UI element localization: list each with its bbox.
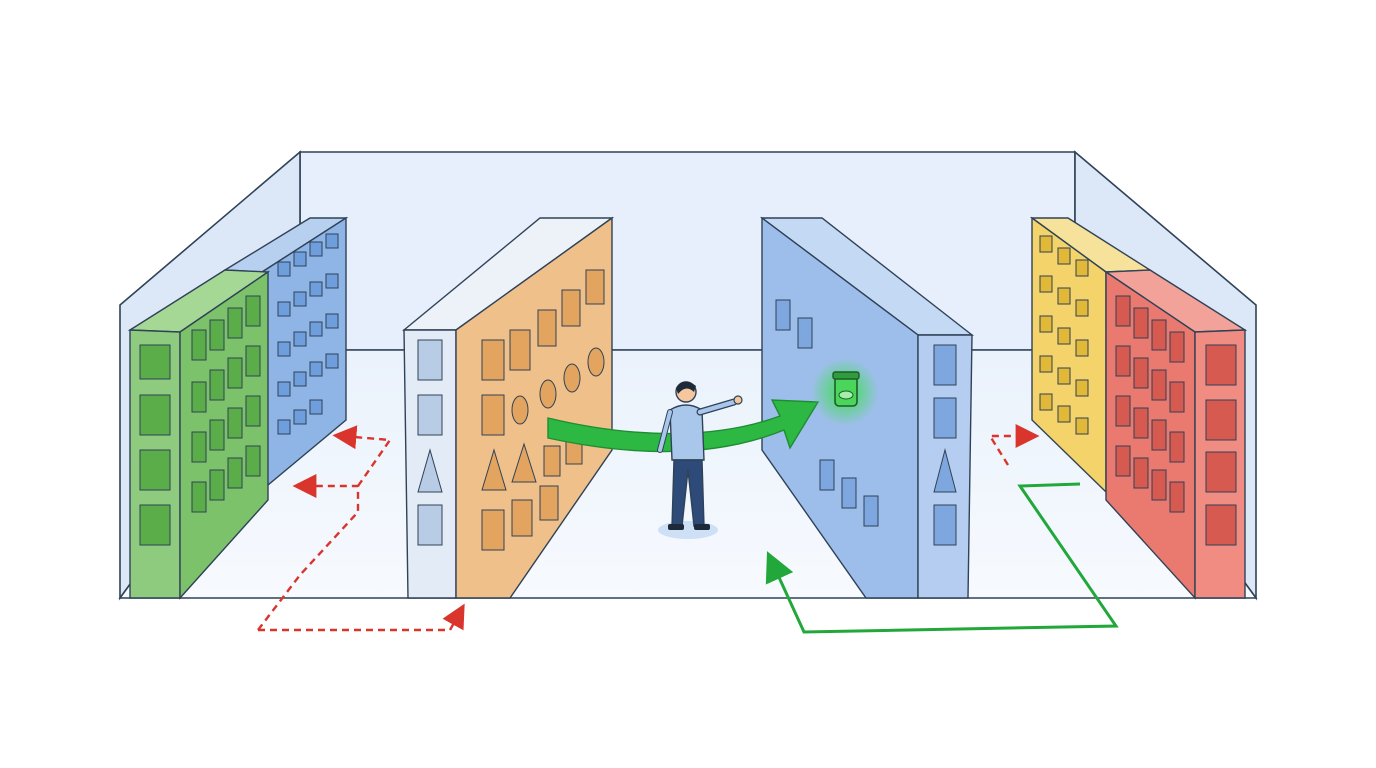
failed-route-path-right bbox=[987, 424, 1040, 466]
target-item bbox=[811, 358, 879, 426]
middle-left-shelf bbox=[402, 216, 615, 599]
yellow-shelf-items bbox=[1039, 235, 1089, 435]
right-shelves bbox=[1029, 216, 1248, 600]
target-jar-icon bbox=[832, 371, 860, 407]
person-shadow bbox=[658, 521, 718, 539]
orange-shelf-items bbox=[481, 269, 605, 551]
left-shelves bbox=[127, 216, 349, 600]
blue-mid-items bbox=[775, 299, 957, 546]
red-shelf-items bbox=[1115, 295, 1237, 546]
failed-route-path-3 bbox=[332, 425, 393, 487]
success-route-path bbox=[765, 482, 1119, 634]
green-shelf-boxes bbox=[139, 295, 261, 546]
white-shelf-items bbox=[417, 339, 443, 546]
success-route bbox=[765, 482, 1119, 634]
reach-arrow bbox=[547, 399, 820, 453]
failed-route-path bbox=[258, 603, 465, 632]
failed-routes bbox=[257, 424, 1040, 632]
reach-arrow-body bbox=[547, 399, 820, 453]
person-icon bbox=[657, 381, 743, 539]
blue-shelf-boxes bbox=[277, 233, 339, 435]
